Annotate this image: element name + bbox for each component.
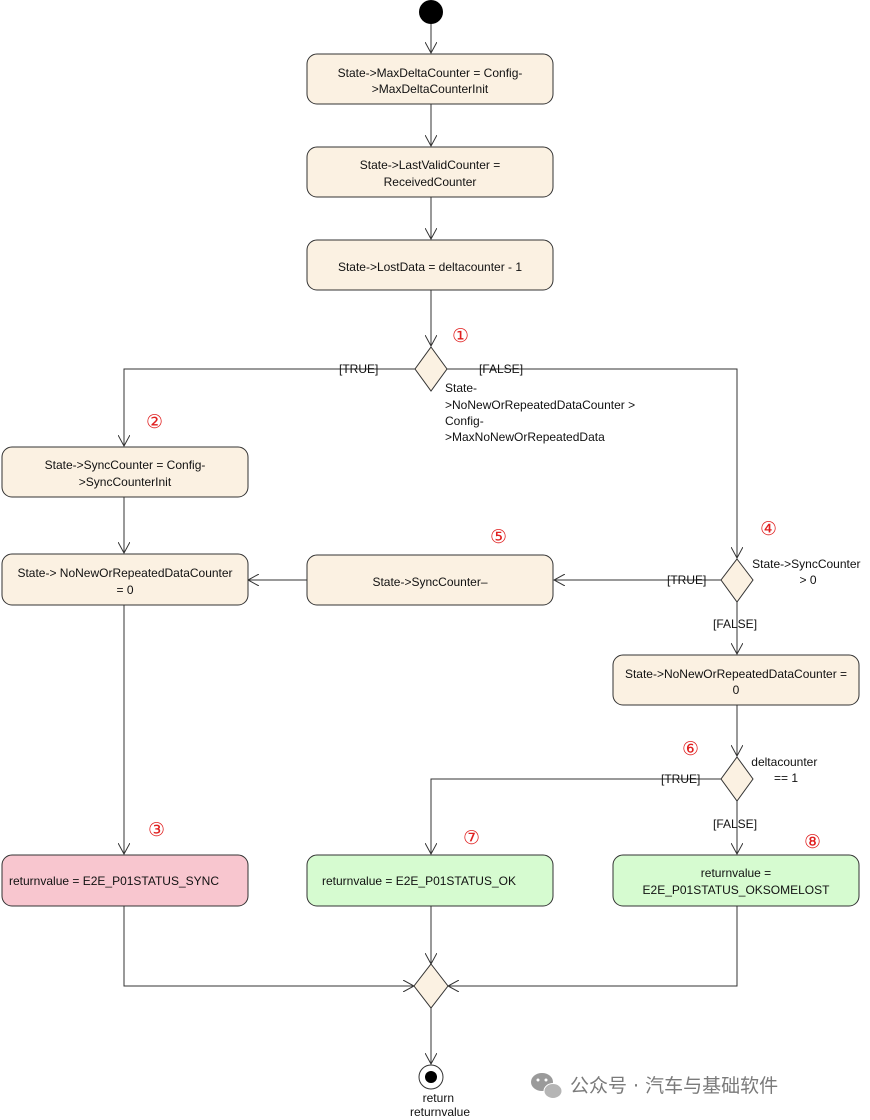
guard-d3-line2: == 1 bbox=[774, 771, 798, 785]
marker-5: ⑤ bbox=[490, 526, 507, 548]
action-lostdata-line1: State->LostData = deltacounter - 1 bbox=[338, 260, 522, 274]
initial-node bbox=[419, 0, 443, 24]
guard-d2-line2: > 0 bbox=[799, 573, 816, 587]
svg-text:State->LostData = deltacounter: State->LostData = deltacounter - 1 bbox=[338, 260, 522, 274]
guard-d1: State- >NoNewOrRepeatedDataCounter > Con… bbox=[445, 381, 638, 444]
action-nonew-left-line1: State-> NoNewOrRepeatedDataCounter bbox=[17, 566, 232, 580]
final-label-line2: returnvalue bbox=[410, 1105, 470, 1119]
marker-6: ⑥ bbox=[682, 738, 699, 760]
edge-d1-true bbox=[124, 368, 415, 446]
edges bbox=[124, 24, 737, 1064]
action-lastvalid-line2: ReceivedCounter bbox=[384, 175, 477, 189]
decision-nonew-max bbox=[414, 346, 448, 392]
final-node bbox=[418, 1064, 444, 1090]
label-d1-true: [TRUE] bbox=[339, 362, 378, 376]
guard-d2: State->SyncCounter > 0 bbox=[752, 557, 864, 587]
edge-retsync-merge bbox=[123, 906, 414, 986]
guard-d2-line1: State->SyncCounter bbox=[752, 557, 860, 571]
svg-text:State->SyncCounter–: State->SyncCounter– bbox=[372, 575, 487, 589]
svg-text:State->LastValidCounter =Recei: State->LastValidCounter = ReceivedCounter bbox=[360, 158, 501, 189]
wechat-icon bbox=[531, 1073, 563, 1099]
marker-8: ⑧ bbox=[804, 831, 821, 853]
action-nonew-right-line2: 0 bbox=[733, 683, 740, 697]
guard-d1-line4: >MaxNoNewOrRepeatedData bbox=[445, 430, 605, 444]
watermark-text: 公众号 · 汽车与基础软件 bbox=[570, 1075, 778, 1097]
action-ret-oksomelost-line1: returnvalue = bbox=[701, 866, 771, 880]
guard-d1-line3: Config- bbox=[445, 414, 484, 428]
action-ret-oksomelost-line2: E2E_P01STATUS_OKSOMELOST bbox=[643, 883, 831, 897]
marker-2: ② bbox=[146, 411, 163, 433]
marker-7: ⑦ bbox=[463, 827, 480, 849]
final-label: return returnvalue bbox=[410, 1091, 470, 1119]
action-sync-dec-line1: State->SyncCounter– bbox=[372, 575, 487, 589]
action-sync-dec: State->SyncCounter– bbox=[306, 554, 554, 606]
action-nonew-right: State->NoNewOrRepeatedDataCounter = 0 bbox=[612, 654, 860, 706]
action-maxdelta-line1: State->MaxDeltaCounter = Config- bbox=[338, 66, 523, 80]
action-lastvalid-line1: State->LastValidCounter = bbox=[360, 158, 501, 172]
action-ret-oksomelost: returnvalue = E2E_P01STATUS_OKSOMELOST bbox=[612, 854, 860, 907]
edge-retsomelost-merge bbox=[448, 906, 738, 986]
marker-3: ③ bbox=[148, 819, 165, 841]
label-d2-true: [TRUE] bbox=[667, 573, 706, 587]
watermark: 公众号 · 汽车与基础软件 bbox=[531, 1073, 778, 1099]
guard-d3: deltacounter == 1 bbox=[751, 755, 820, 785]
final-label-line1: return bbox=[423, 1091, 454, 1105]
svg-text:State->MaxDeltaCounter = Confi: State->MaxDeltaCounter = Config- >MaxDelt… bbox=[338, 66, 523, 96]
guard-d3-line1: deltacounter bbox=[751, 755, 817, 769]
decision-synccounter bbox=[720, 558, 754, 603]
action-synccounter-line1: State->SyncCounter = Config- bbox=[45, 458, 206, 472]
action-ret-ok: returnvalue = E2E_P01STATUS_OK bbox=[306, 854, 554, 907]
label-d1-false: [FALSE] bbox=[479, 362, 523, 376]
action-maxdelta-line2: >MaxDeltaCounterInit bbox=[372, 82, 489, 96]
action-lastvalid: State->LastValidCounter = ReceivedCounter bbox=[306, 146, 554, 198]
action-nonew-right-line1: State->NoNewOrRepeatedDataCounter = bbox=[625, 667, 847, 681]
action-ret-ok-text: returnvalue = E2E_P01STATUS_OK bbox=[322, 874, 516, 888]
action-synccounter-line2: >SyncCounterInit bbox=[79, 475, 172, 489]
marker-4: ④ bbox=[760, 518, 777, 540]
guard-d1-line1: State- bbox=[445, 381, 477, 395]
action-ret-sync: returnvalue = E2E_P01STATUS_SYNC bbox=[1, 854, 249, 907]
decision-deltacounter bbox=[720, 756, 754, 802]
marker-1: ① bbox=[452, 325, 469, 347]
action-nonew-left: State-> NoNewOrRepeatedDataCounter = 0 bbox=[1, 553, 249, 606]
action-lostdata: State->LostData = deltacounter - 1 bbox=[306, 239, 554, 291]
svg-text:State->NoNewOrRepeatedDataCoun: State->NoNewOrRepeatedDataCounter = 0 bbox=[625, 667, 847, 697]
svg-text:State-> NoNewOrRepeatedDataCou: State-> NoNewOrRepeatedDataCounter = 0 bbox=[17, 566, 232, 597]
edge-d1-false bbox=[447, 368, 737, 558]
action-ret-sync-text: returnvalue = E2E_P01STATUS_SYNC bbox=[9, 874, 219, 888]
action-nonew-left-line2: = 0 bbox=[116, 583, 133, 597]
svg-text:State->SyncCounter = Config->S: State->SyncCounter = Config- >SyncCounter… bbox=[45, 458, 206, 489]
svg-text:returnvalue =E2E_P01STATUS_OKS: returnvalue = E2E_P01STATUS_OKSOMELOST bbox=[643, 866, 831, 897]
guard-d1-line2: >NoNewOrRepeatedDataCounter > bbox=[445, 398, 635, 412]
label-d2-false: [FALSE] bbox=[713, 617, 757, 631]
label-d3-false: [FALSE] bbox=[713, 817, 757, 831]
edge-d3-true bbox=[431, 778, 721, 854]
action-maxdelta: State->MaxDeltaCounter = Config- >MaxDelt… bbox=[306, 53, 554, 105]
merge-node bbox=[413, 963, 449, 1009]
action-synccounter: State->SyncCounter = Config- >SyncCounter… bbox=[1, 446, 249, 498]
label-d3-true: [TRUE] bbox=[661, 772, 700, 786]
